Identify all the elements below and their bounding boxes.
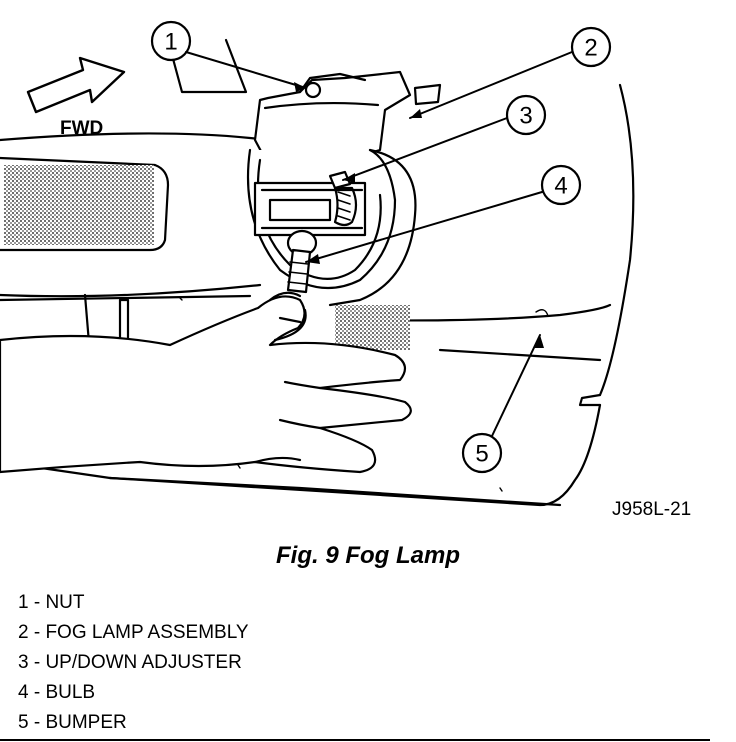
bottom-divider — [0, 739, 710, 741]
leader-lines — [185, 51, 573, 437]
callout-3-number: 3 — [519, 103, 532, 130]
callout-2-circle — [570, 26, 612, 68]
callout-4-number: 4 — [554, 173, 567, 200]
callout-3-circle — [505, 94, 547, 136]
callout-1-circle — [150, 20, 192, 62]
bumper-outline — [0, 83, 635, 507]
legend-item: 3 - UP/DOWN ADJUSTER — [18, 652, 242, 673]
fwd-arrow-icon — [26, 56, 126, 114]
legend-list: 1 - NUT 2 - FOG LAMP ASSEMBLY 3 - UP/DOW… — [18, 588, 249, 738]
nut — [304, 81, 322, 99]
fog-lamp-assembly — [246, 70, 417, 307]
callout-5-circle — [461, 432, 503, 474]
bulb — [286, 229, 318, 294]
leader-arrowheads — [294, 82, 544, 348]
legend-item: 1 - NUT — [18, 592, 85, 613]
callout-2-number: 2 — [584, 35, 597, 62]
callout-4-circle — [540, 164, 582, 206]
callout-1-number: 1 — [164, 29, 177, 56]
legend-item: 5 - BUMPER — [18, 712, 127, 733]
hand — [0, 291, 412, 474]
legend-item: 2 - FOG LAMP ASSEMBLY — [18, 622, 249, 643]
fwd-label: FWD — [60, 118, 103, 139]
callout-5-number: 5 — [475, 441, 488, 468]
grille-opening — [0, 156, 170, 252]
surface-marks — [179, 297, 549, 492]
figure-caption: Fig. 9 Fog Lamp — [276, 542, 460, 569]
legend-item: 4 - BULB — [18, 682, 96, 703]
fog-lamp-illustration: 1 2 3 4 5 FWD J958L-21 — [0, 20, 691, 520]
drawing-id: J958L-21 — [612, 499, 691, 520]
